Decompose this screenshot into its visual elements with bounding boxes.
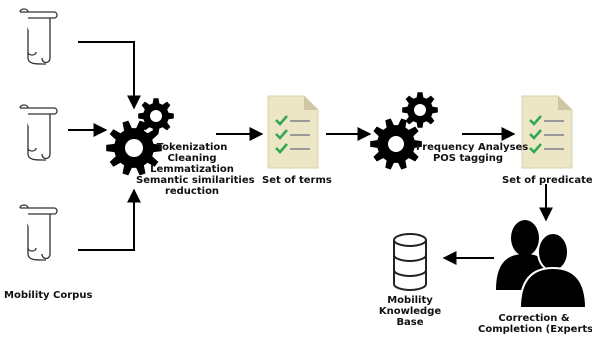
- terms-label: Set of terms: [262, 175, 332, 186]
- document-checklist-icon: [267, 95, 319, 169]
- knowledge-base-line: Base: [396, 317, 424, 328]
- nlp-step-line: Lemmatization: [150, 164, 234, 175]
- document-checklist-icon: [521, 95, 573, 169]
- gears-icon: [370, 92, 438, 170]
- experts-line: Completion (Experts): [478, 324, 592, 335]
- scroll-icon: [19, 104, 58, 161]
- knowledge-base-label: Mobility Knowledge Base: [370, 295, 450, 328]
- analysis-step-line: Frequency Analyses: [416, 142, 529, 153]
- analysis-step-line: POS tagging: [432, 153, 504, 164]
- gear-hole: [150, 110, 162, 122]
- scroll-icon: [19, 204, 58, 261]
- experts-line: Correction &: [498, 313, 570, 324]
- corpus-label: Mobility Corpus: [4, 290, 93, 301]
- database-icon: [393, 233, 427, 291]
- knowledge-base-line: Mobility: [387, 295, 433, 306]
- knowledge-base-line: Knowledge: [378, 306, 442, 317]
- gear-hole: [414, 104, 426, 116]
- gear-hole: [388, 136, 404, 152]
- nlp-step-line: Tokenization: [156, 142, 228, 153]
- nlp-steps-label: Tokenization Cleaning Lemmatization Sema…: [136, 142, 255, 197]
- predicates-label: Set of predicates: [502, 175, 592, 186]
- nlp-step-line: Semantic similarities: [136, 175, 255, 186]
- experts-label: Correction & Completion (Experts): [478, 313, 592, 335]
- experts-people-icon: [496, 220, 588, 309]
- arrow-corpus-bottom: [78, 188, 141, 251]
- gear-hole: [125, 139, 143, 157]
- nlp-step-line: Cleaning: [167, 153, 217, 164]
- gears-icon: [106, 98, 174, 176]
- analysis-steps-label: Frequency Analyses POS tagging: [416, 142, 529, 164]
- nlp-step-line: reduction: [164, 186, 220, 197]
- arrow-corpus-top: [78, 41, 141, 110]
- scroll-icon: [19, 8, 58, 65]
